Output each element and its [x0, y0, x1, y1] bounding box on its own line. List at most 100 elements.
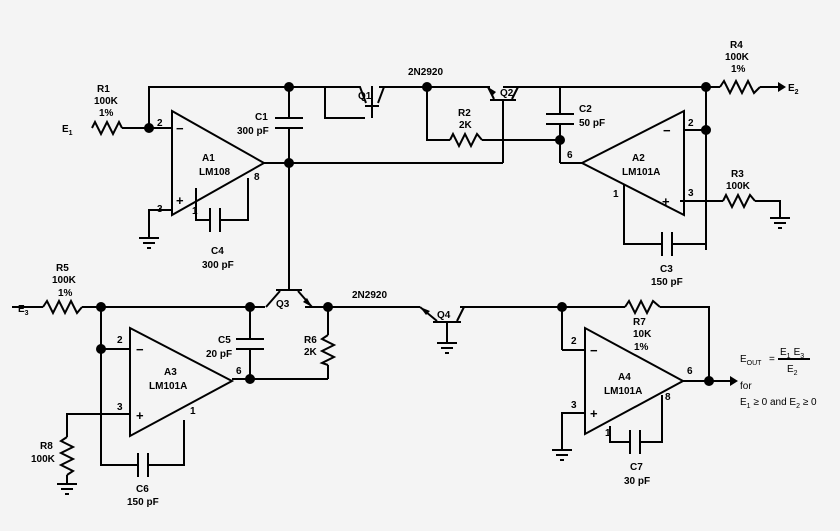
a1-minus: −	[176, 121, 184, 136]
svg-text:R6: R6	[304, 335, 317, 346]
svg-text:100K: 100K	[725, 52, 750, 63]
svg-text:C4: C4	[211, 246, 224, 257]
svg-text:Q2: Q2	[500, 88, 514, 99]
svg-text:2: 2	[688, 118, 694, 129]
svg-text:Q1: Q1	[358, 91, 372, 102]
input-e1: E1	[62, 124, 73, 137]
svg-text:2: 2	[157, 118, 163, 129]
svg-text:1: 1	[192, 206, 198, 217]
transistor-type-top: 2N2920	[408, 67, 443, 78]
svg-text:A1: A1	[202, 153, 215, 164]
svg-text:1%: 1%	[731, 64, 746, 75]
eq-equals: =	[769, 354, 775, 365]
svg-text:20 pF: 20 pF	[206, 349, 232, 360]
a4-plus: +	[590, 406, 598, 421]
svg-text:300 pF: 300 pF	[202, 260, 234, 271]
svg-text:150 pF: 150 pF	[651, 277, 683, 288]
svg-text:100K: 100K	[52, 275, 77, 286]
svg-text:3: 3	[117, 402, 123, 413]
op-amp-a1: − + A1 LM108 2 3 1 8	[157, 109, 267, 217]
op-amp-a2: − + A2 LM101A 2 3 6 1	[567, 109, 694, 217]
svg-text:Q3: Q3	[276, 299, 290, 310]
svg-text:1: 1	[605, 428, 611, 439]
svg-text:R4: R4	[730, 40, 743, 51]
junction-dots	[96, 82, 714, 386]
output-e2: E2	[788, 83, 799, 96]
svg-text:100K: 100K	[726, 181, 751, 192]
svg-text:100K: 100K	[31, 454, 56, 465]
eout-arrow	[730, 376, 738, 386]
a1-plus: +	[176, 193, 184, 208]
svg-text:6: 6	[567, 150, 573, 161]
svg-text:3: 3	[157, 204, 163, 215]
op-amp-a3: − + A3 LM101A 2 3 6 1	[117, 326, 242, 438]
svg-text:10K: 10K	[633, 329, 652, 340]
svg-text:LM101A: LM101A	[149, 381, 187, 392]
eq-lhs: EOUT	[740, 354, 762, 367]
svg-text:C3: C3	[660, 264, 673, 275]
wires	[12, 86, 781, 484]
svg-text:1%: 1%	[58, 288, 73, 299]
svg-text:C7: C7	[630, 462, 643, 473]
svg-text:2: 2	[117, 335, 123, 346]
svg-text:8: 8	[254, 172, 260, 183]
svg-text:R2: R2	[458, 108, 471, 119]
svg-text:R1: R1	[97, 84, 110, 95]
svg-text:C1: C1	[255, 112, 268, 123]
svg-text:A2: A2	[632, 153, 645, 164]
input-e3: E3	[18, 304, 29, 317]
svg-text:C5: C5	[218, 335, 231, 346]
svg-text:6: 6	[236, 366, 242, 377]
svg-text:R7: R7	[633, 317, 646, 328]
svg-text:3: 3	[688, 188, 694, 199]
svg-text:2K: 2K	[304, 347, 318, 358]
svg-text:LM108: LM108	[199, 167, 231, 178]
e2-arrow	[778, 82, 786, 92]
svg-text:6: 6	[687, 366, 693, 377]
svg-text:R3: R3	[731, 169, 744, 180]
transistor-q4	[419, 306, 465, 330]
svg-text:1%: 1%	[99, 108, 114, 119]
svg-text:A3: A3	[164, 367, 177, 378]
svg-text:C2: C2	[579, 104, 592, 115]
svg-text:150 pF: 150 pF	[127, 497, 159, 508]
ground-symbols	[57, 217, 790, 495]
a2-plus: +	[662, 194, 670, 209]
svg-text:2K: 2K	[459, 120, 473, 131]
a4-minus: −	[590, 343, 598, 358]
svg-text:3: 3	[571, 400, 577, 411]
svg-text:R5: R5	[56, 263, 69, 274]
eq-condition: E1 ≥ 0 and E2 ≥ 0	[740, 397, 817, 410]
svg-text:2: 2	[571, 336, 577, 347]
a3-plus: +	[136, 408, 144, 423]
transistor-q2	[487, 86, 519, 104]
transistor-q3	[265, 283, 313, 308]
svg-text:1%: 1%	[634, 342, 649, 353]
svg-text:C6: C6	[136, 484, 149, 495]
svg-text:LM101A: LM101A	[604, 386, 642, 397]
svg-text:100K: 100K	[94, 96, 119, 107]
transistor-type-bottom: 2N2920	[352, 290, 387, 301]
svg-text:Q4: Q4	[437, 310, 451, 321]
capacitors	[137, 113, 673, 477]
svg-text:1: 1	[613, 189, 619, 200]
component-labels: E1 E2 E3 R1 100K 1% C1 300 pF Q1 2N2920 …	[18, 40, 799, 508]
a2-minus: −	[663, 123, 671, 138]
transistor-q1	[325, 86, 385, 118]
eq-denominator: E2	[787, 364, 798, 377]
svg-text:30 pF: 30 pF	[624, 476, 650, 487]
a3-minus: −	[136, 342, 144, 357]
svg-text:1: 1	[190, 406, 196, 417]
svg-text:50 pF: 50 pF	[579, 118, 605, 129]
svg-text:LM101A: LM101A	[622, 167, 660, 178]
svg-text:R8: R8	[40, 441, 53, 452]
svg-text:8: 8	[665, 392, 671, 403]
svg-text:300 pF: 300 pF	[237, 126, 269, 137]
resistors	[42, 78, 761, 476]
eq-for: for	[740, 381, 752, 392]
svg-text:A4: A4	[618, 372, 631, 383]
op-amp-a4: − + A4 LM101A 2 3 6 8 1	[571, 326, 693, 439]
